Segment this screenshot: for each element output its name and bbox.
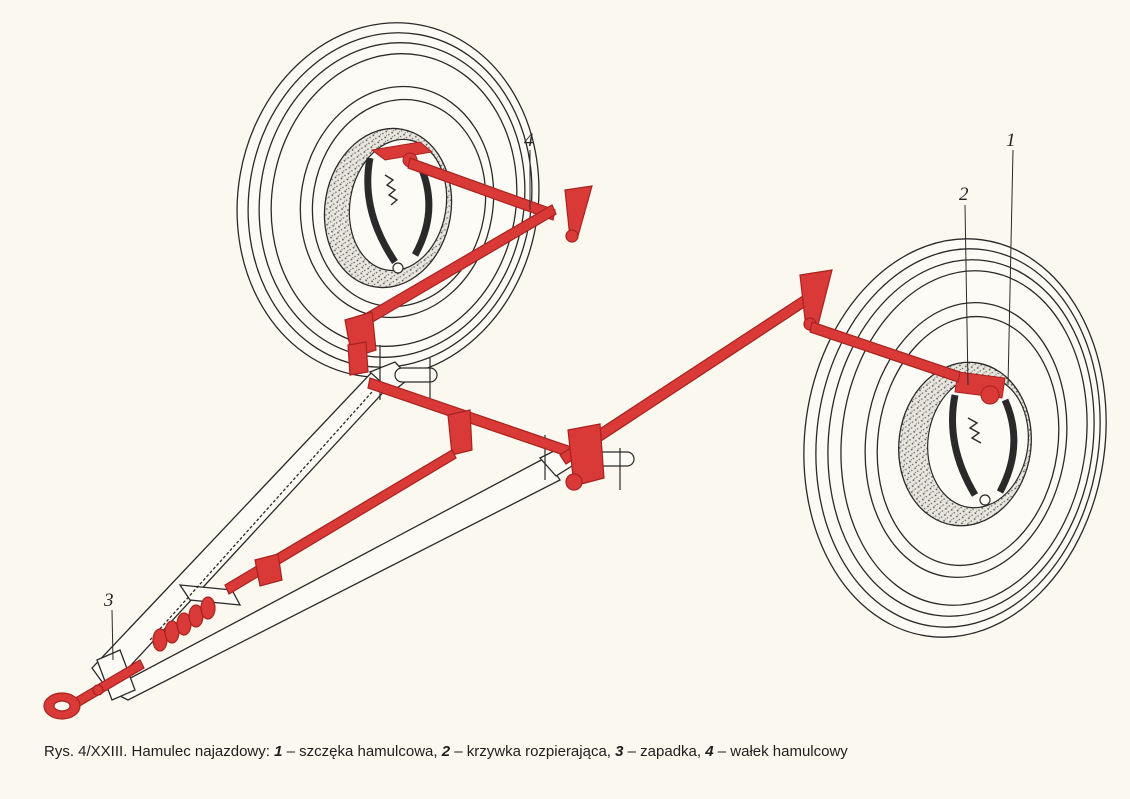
caption-text-3: zapadka,	[640, 743, 702, 760]
right-brake-drum	[898, 361, 1032, 527]
brake-linkage	[43, 157, 961, 720]
caption-sep-2: –	[454, 743, 463, 760]
cross-shaft	[367, 377, 581, 461]
caption-prefix: Rys. 4/XXIII. Hamulec najazdowy:	[44, 743, 270, 760]
right-brake-shaft	[809, 321, 961, 383]
figure-caption: Rys. 4/XXIII. Hamulec najazdowy: 1 – szc…	[44, 743, 848, 760]
caption-text-1: szczęka hamulcowa,	[299, 743, 438, 760]
caption-sep-1: –	[286, 743, 295, 760]
callout-1: 1	[1006, 130, 1016, 151]
caption-num-3: 3	[615, 743, 624, 760]
caption-num-2: 2	[441, 743, 451, 760]
caption-sep-4: –	[717, 743, 727, 760]
caption-num-4: 4	[705, 743, 714, 760]
caption-num-1: 1	[274, 743, 283, 760]
leader-lines	[111, 149, 1014, 661]
caption-sep-3: –	[627, 743, 636, 760]
caption-text-4: wałek hamulcowy	[730, 743, 848, 760]
callout-2: 2	[959, 184, 969, 205]
overrun-spring	[152, 596, 216, 652]
callout-3: 3	[103, 590, 114, 611]
left-brake-shaft	[407, 157, 556, 221]
caption-text-2: krzywka rozpierająca,	[466, 743, 611, 760]
callout-4: 4	[524, 130, 534, 151]
